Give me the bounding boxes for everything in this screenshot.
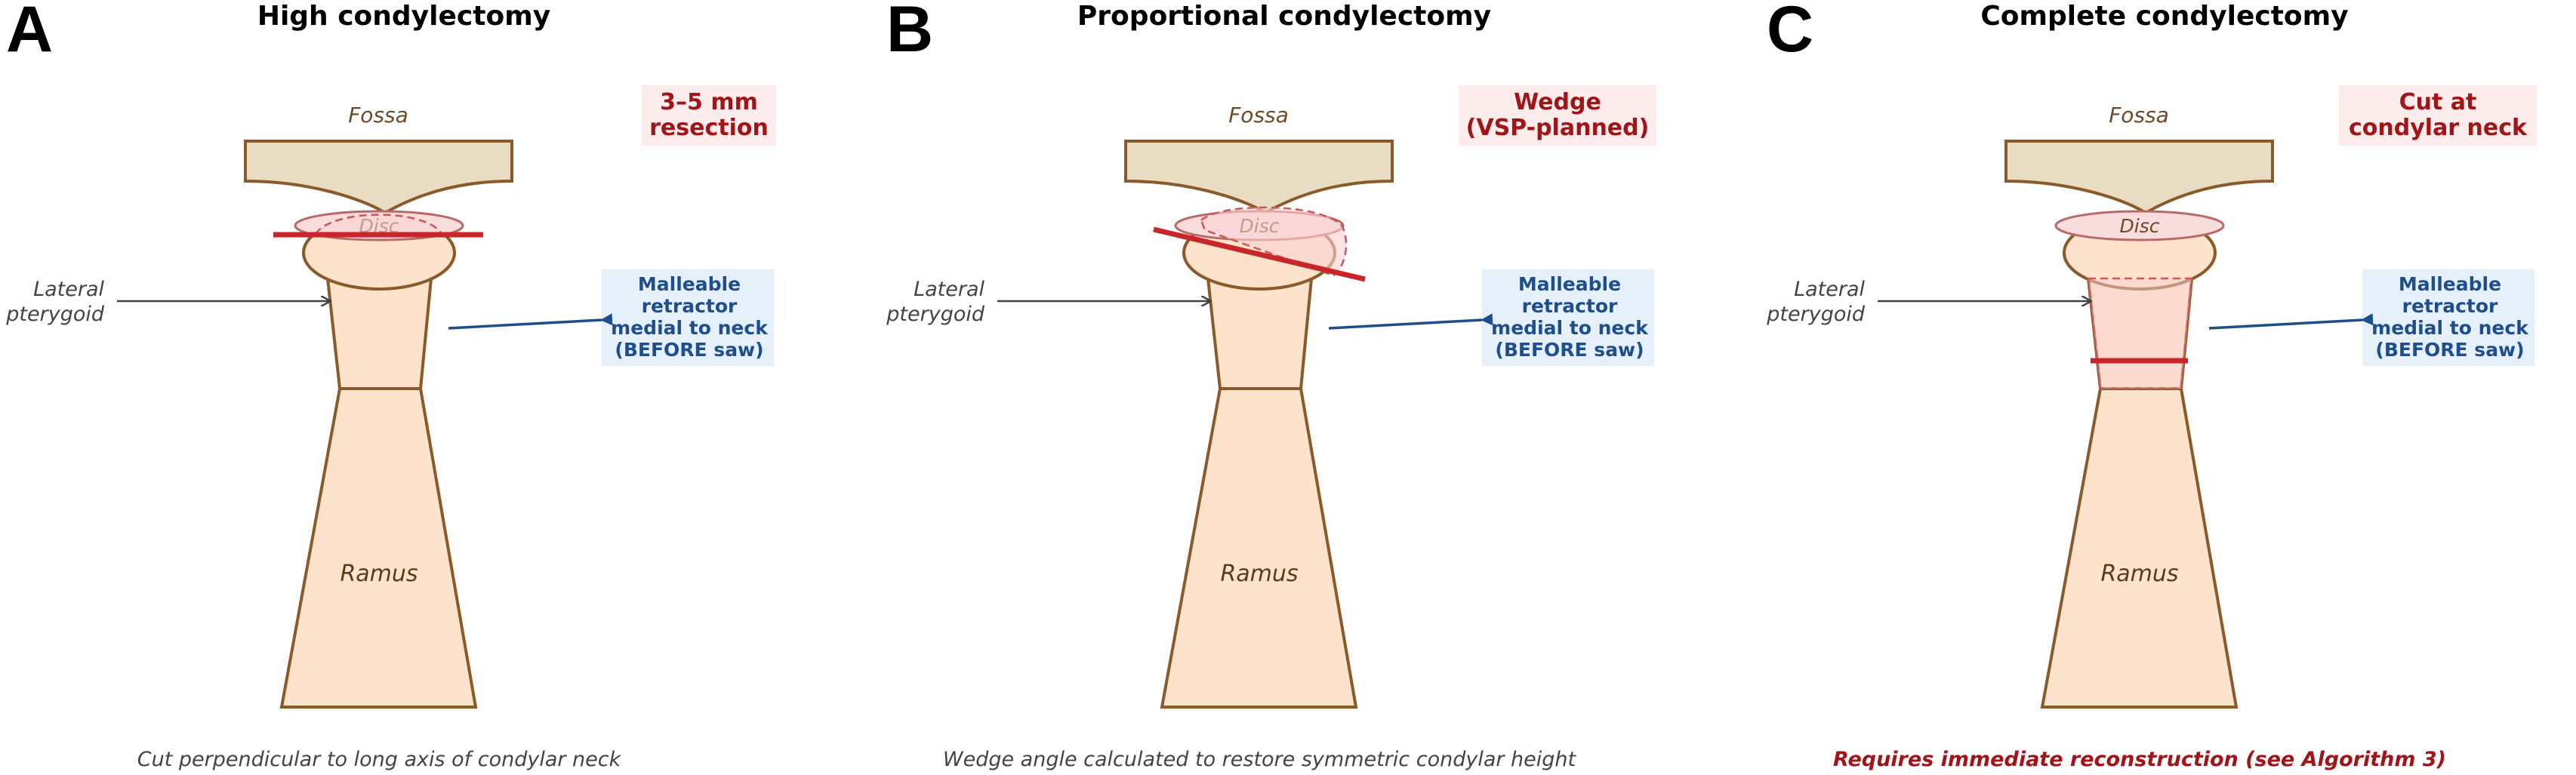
retractor-line-3: medial to neck (611, 317, 769, 339)
fossa-shape (244, 140, 513, 215)
lateral-line-2: pterygoid (886, 303, 985, 326)
condylar-neck-shape (1206, 277, 1314, 390)
lateral-line-1: Lateral (33, 278, 104, 301)
retractor-box (1482, 269, 1654, 366)
fossa-shape (2004, 140, 2274, 215)
fossa-label: Fossa (1228, 103, 1289, 128)
retractor-box (602, 269, 774, 366)
disc-shape (2054, 210, 2225, 241)
resection-zone (2087, 277, 2193, 390)
panel-caption: Requires immediate reconstruction (see A… (1833, 748, 2446, 771)
ramus-label: Ramus (1220, 561, 1298, 587)
retractor-line-1: Malleable (2399, 273, 2501, 295)
panel-letter: C (1767, 0, 1813, 66)
retractor-line-4: (BEFORE saw) (1495, 339, 1644, 361)
cut-type-line-2: (VSP-planned) (1466, 115, 1650, 141)
cut-line (1153, 226, 1366, 282)
disc-label: Disc (2120, 215, 2160, 237)
resection-zone (314, 214, 443, 235)
retractor-line-1: Malleable (1518, 273, 1621, 295)
cut-type-line-1: Cut at (2399, 89, 2477, 115)
cut-type-box (642, 85, 776, 146)
retractor-line-3: medial to neck (1491, 317, 1649, 339)
retractor-arrow (1328, 313, 1493, 330)
retractor-line-1: Malleable (638, 273, 741, 295)
fossa-shape (1124, 140, 1394, 215)
cut-type-line-1: 3–5 mm (660, 89, 758, 115)
panel-title: High condylectomy (257, 1, 550, 32)
panel-title: Complete condylectomy (1980, 1, 2348, 32)
cut-type-label: Wedge(VSP-planned) (1466, 89, 1650, 141)
retractor-arrow (2208, 313, 2374, 330)
lateral-line-2: pterygoid (5, 303, 105, 326)
cut-type-line-1: Wedge (1514, 89, 1601, 115)
retractor-line-2: retractor (1522, 295, 1618, 317)
fossa-label: Fossa (2109, 103, 2169, 128)
panel-title: Proportional condylectomy (1077, 1, 1491, 32)
panel-caption: Wedge angle calculated to restore symmet… (943, 748, 1577, 771)
panel-caption: Cut perpendicular to long axis of condyl… (137, 748, 622, 771)
panel-letter: B (886, 0, 933, 66)
cut-type-line-2: resection (649, 115, 769, 141)
ramus-shape (279, 387, 478, 709)
ramus-shape (2040, 387, 2239, 709)
lateral-line-1: Lateral (1794, 278, 1865, 301)
cut-type-box (2339, 85, 2537, 146)
cut-type-line-2: condylar neck (2349, 115, 2528, 141)
condylar-neck-shape (325, 277, 433, 390)
ramus-shape (1160, 387, 1358, 709)
retractor-line-4: (BEFORE saw) (615, 339, 763, 361)
panel-letter: A (6, 0, 53, 66)
retractor-line-4: (BEFORE saw) (2375, 339, 2524, 361)
retractor-line-2: retractor (642, 295, 738, 317)
retractor-line-2: retractor (2402, 295, 2498, 317)
fossa-label: Fossa (348, 103, 408, 128)
cut-type-box (1459, 85, 1656, 146)
retractor-arrow (448, 313, 613, 330)
ramus-label: Ramus (340, 561, 418, 587)
retractor-line-3: medial to neck (2371, 317, 2529, 339)
lateral-line-2: pterygoid (1766, 303, 1866, 326)
ramus-label: Ramus (2100, 561, 2178, 587)
lateral-line-1: Lateral (914, 278, 984, 301)
retractor-box (2362, 269, 2534, 366)
wedge-zone (1200, 206, 1348, 277)
